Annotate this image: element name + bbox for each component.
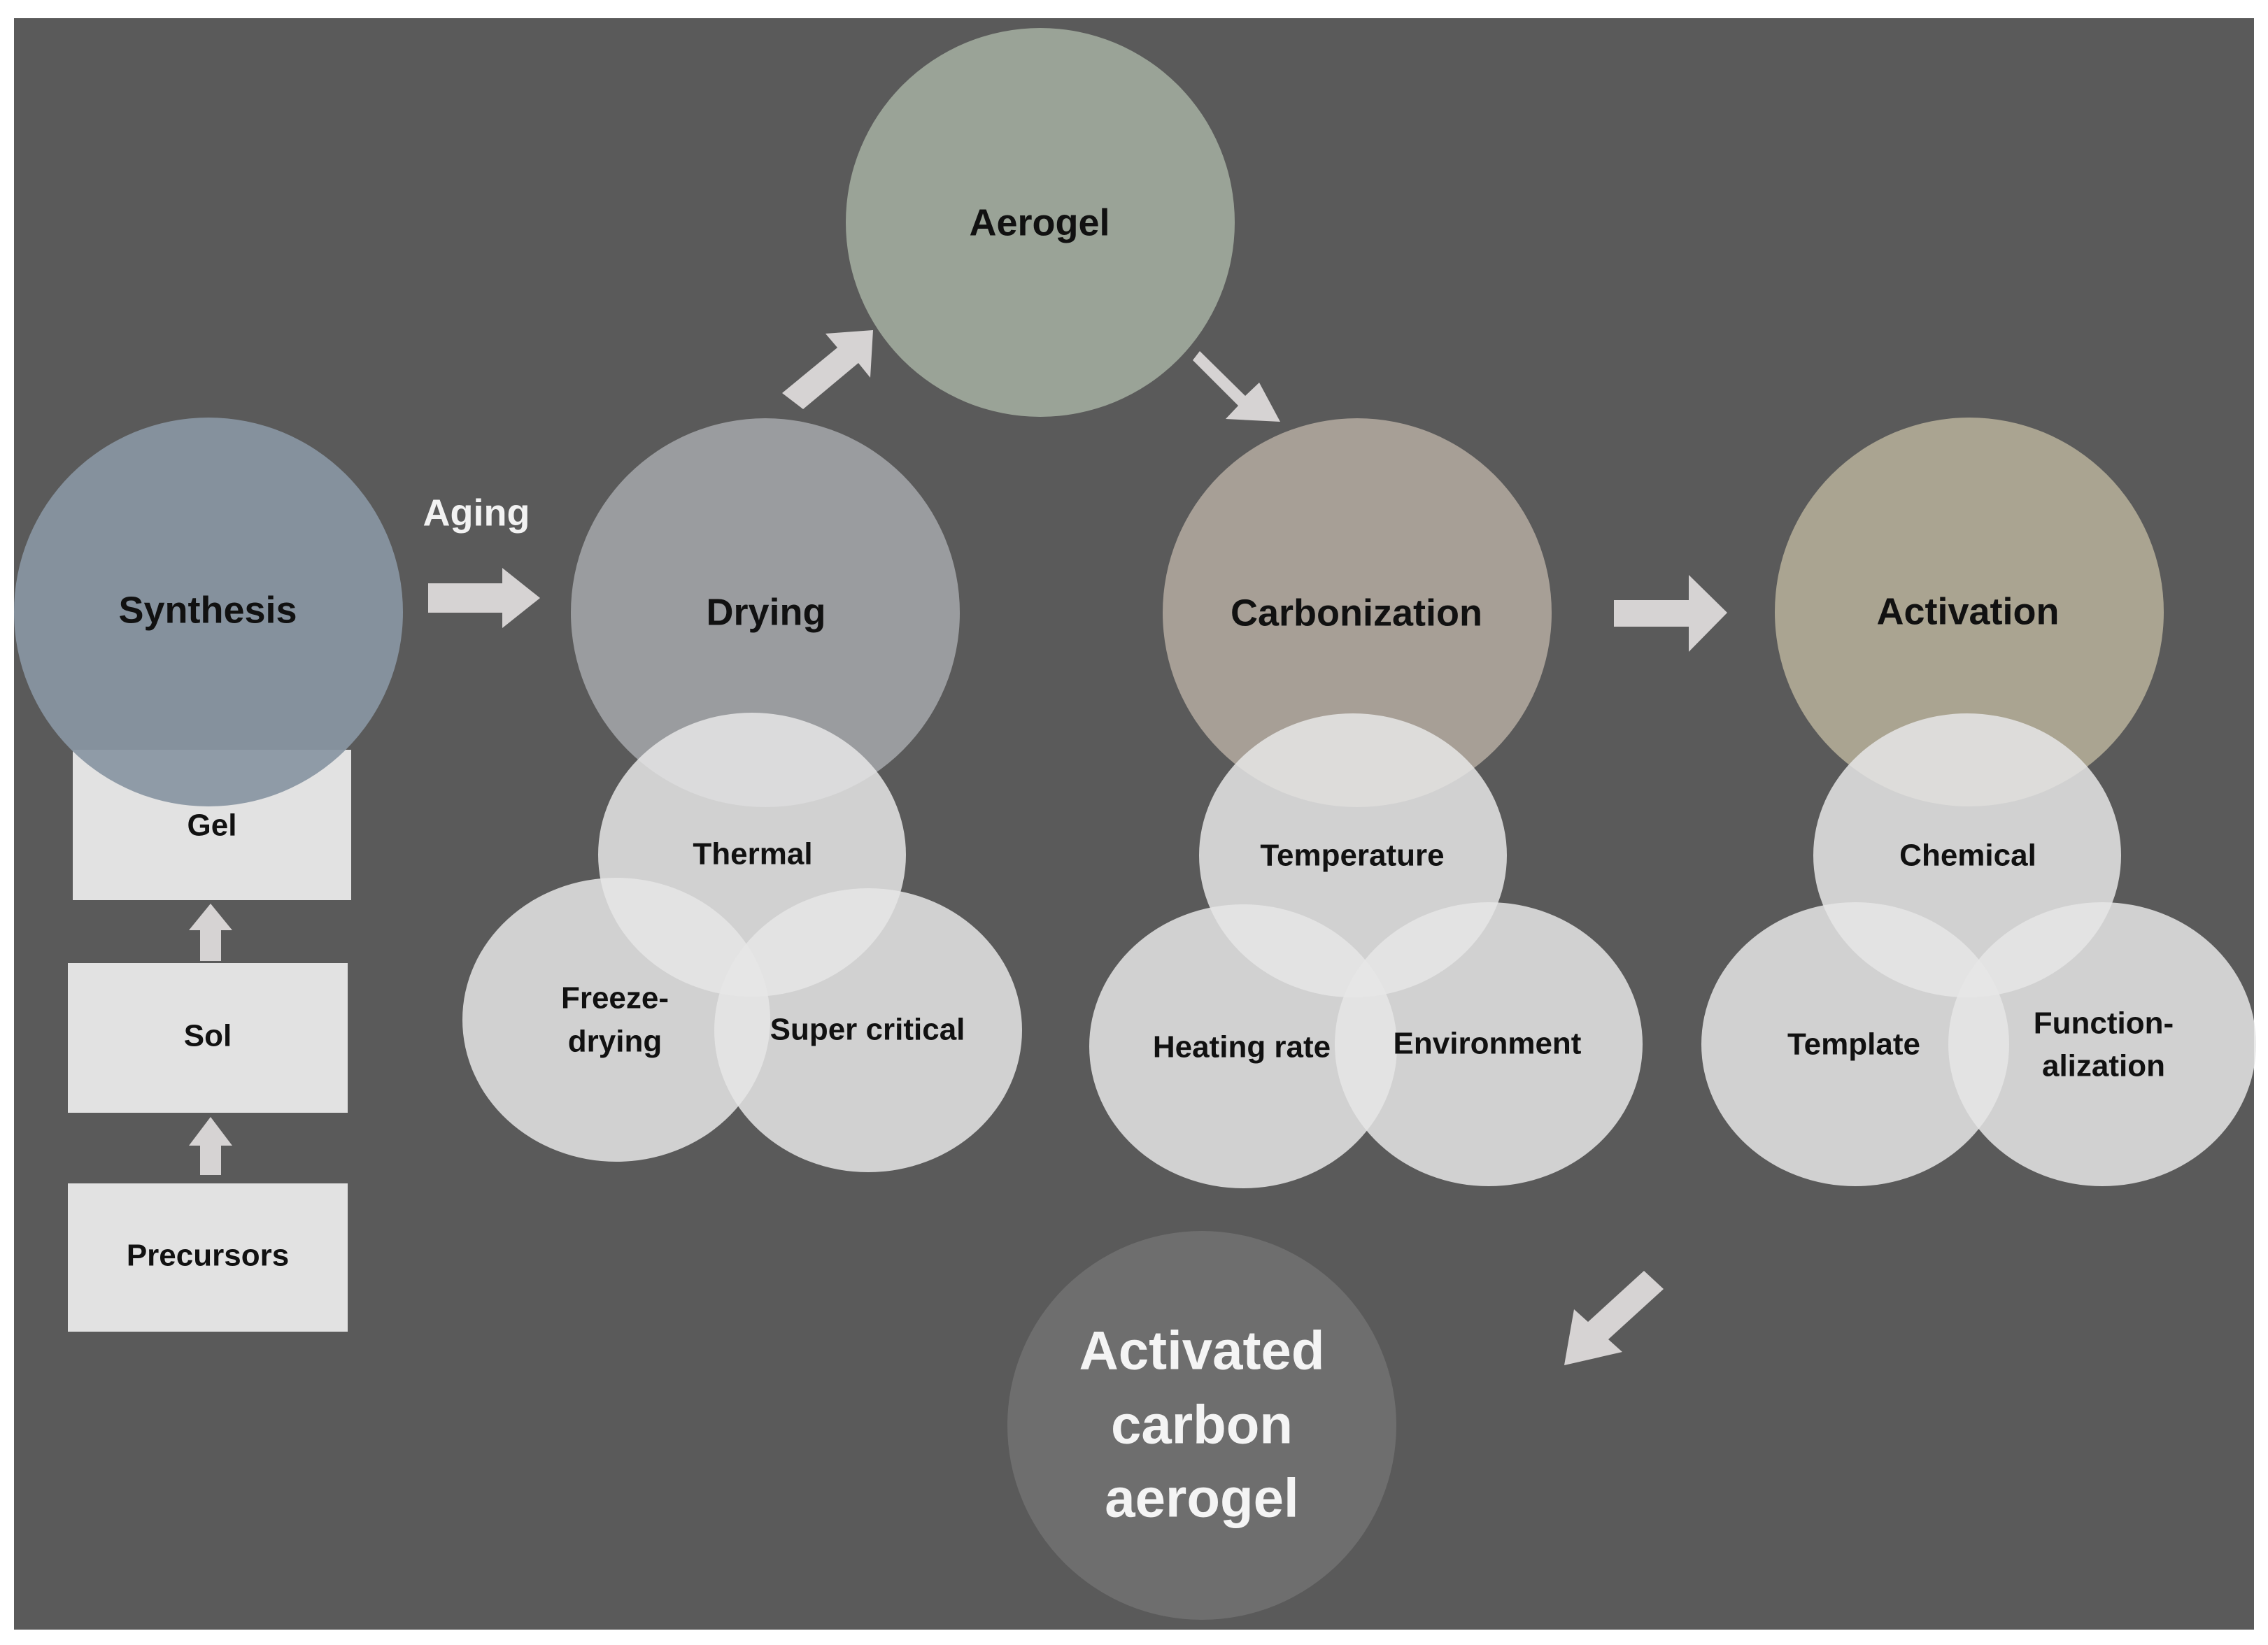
arrow-activation-to-result [1564,1271,1664,1365]
template-label: Template [1787,1027,1920,1062]
arrow-carbonization-to-activation [1614,575,1727,652]
functionalization-label-line2: alization [2042,1049,2165,1083]
synthesis-label: Synthesis [118,589,297,631]
activated-carbon-aerogel-circle [1007,1231,1396,1620]
aging-label: Aging [423,492,530,534]
heating-rate-circle [1089,904,1397,1188]
activation-stage: Activation Chemical Template Function- a… [1701,418,2256,1186]
thermal-label: Thermal [693,837,812,871]
drying-circle [571,418,960,807]
drying-stage: Drying Thermal Freeze- drying Super crit… [462,418,1022,1172]
arrow-right-aging [428,568,540,628]
result-label-line1: Activated [1079,1320,1324,1381]
heating-rate-label: Heating rate [1153,1030,1331,1064]
precursors-label: Precursors [127,1239,289,1273]
aerogel-circle [846,28,1235,417]
sol-label: Sol [184,1019,232,1053]
arrow-up-precursors-to-sol [189,1117,232,1175]
carbonization-stage: Carbonization Temperature Heating rate E… [1089,418,1643,1188]
supercritical-circle [714,888,1022,1172]
synthesis-stage: Synthesis Gel Sol Precursors [14,418,403,1332]
activation-label: Activation [1876,590,2059,632]
environment-circle [1335,902,1643,1186]
freeze-drying-label-line2: drying [568,1025,662,1059]
sol-box [68,963,348,1113]
template-circle [1701,902,2009,1186]
supercritical-label: Super critical [770,1013,965,1047]
functionalization-circle [1948,902,2256,1186]
arrow-aerogel-to-carbonization [1193,351,1280,422]
result-label-line2: carbon [1111,1394,1293,1455]
arrow-up-sol-to-gel [189,904,232,961]
aging-transition: Aging [423,492,540,628]
aerogel-label: Aerogel [969,201,1110,243]
temperature-label: Temperature [1260,839,1444,873]
carbonization-label: Carbonization [1231,592,1482,634]
result-label-line3: aerogel [1105,1467,1298,1529]
synthesis-circle [14,418,403,806]
precursors-box [68,1183,348,1332]
functionalization-label-line1: Function- [2034,1006,2174,1041]
chemical-label: Chemical [1899,839,2036,873]
result-stage: Activated carbon aerogel [1007,1231,1396,1620]
freeze-drying-label-line1: Freeze- [561,981,669,1016]
freeze-drying-circle [462,878,770,1162]
aerogel-stage: Aerogel [846,28,1235,417]
environment-label: Environment [1394,1027,1582,1061]
carbonization-circle [1163,418,1552,807]
arrow-drying-to-aerogel [782,330,873,409]
gel-label: Gel [187,809,237,843]
drying-label: Drying [706,591,825,633]
activation-circle [1775,418,2164,806]
